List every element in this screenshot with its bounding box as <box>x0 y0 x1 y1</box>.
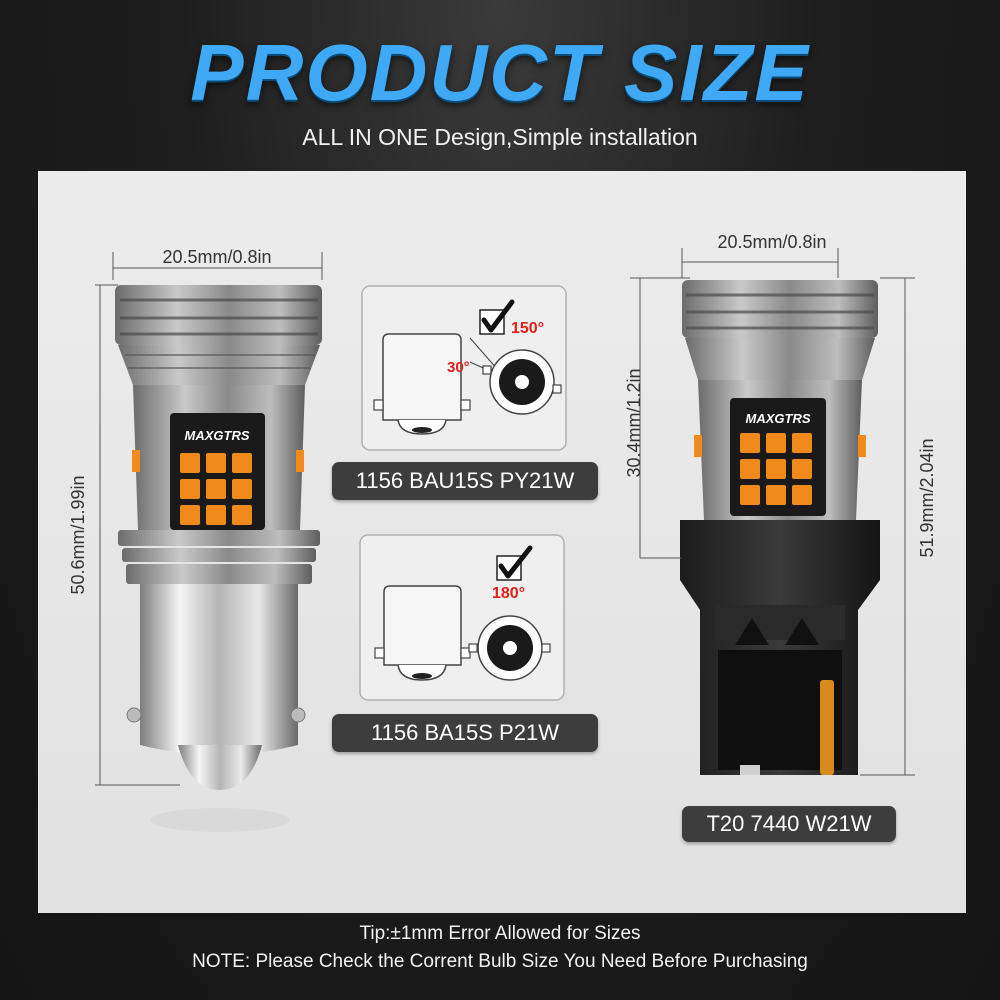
left-bulb-heatsink <box>115 285 322 345</box>
left-bulb-led-array <box>180 453 252 525</box>
left-bulb-width-label: 20.5mm/0.8in <box>162 247 271 267</box>
right-bulb-dimension-lines <box>630 248 915 776</box>
socket-diagram-bau15s: 150° 30° <box>361 285 567 451</box>
page-subtitle: ALL IN ONE Design,Simple installation <box>302 124 698 150</box>
angle-150-label: 150° <box>511 320 544 337</box>
left-bulb-dimension-lines <box>95 252 323 786</box>
footer-tip: Tip:±1mm Error Allowed for Sizes <box>359 923 641 944</box>
angle-180-label: 180° <box>492 585 525 602</box>
right-bulb-led-array <box>740 433 812 505</box>
left-bulb-base <box>140 584 298 755</box>
left-bulb-brand: MAXGTRS <box>185 428 250 443</box>
footer-note: NOTE: Please Check the Corrent Bulb Size… <box>192 951 808 972</box>
angle-30-label: 30° <box>447 359 470 376</box>
left-bulb-height-label: 50.6mm/1.99in <box>68 475 88 594</box>
socket-bottom-model-label: 1156 BA15S P21W <box>332 714 598 752</box>
right-bulb-model-label: T20 7440 W21W <box>682 806 896 842</box>
right-bulb-t20: MAXGTRS <box>680 280 880 775</box>
right-bulb-height-label: 51.9mm/2.04in <box>917 438 937 557</box>
socket-top-model-label: 1156 BAU15S PY21W <box>332 462 598 500</box>
right-bulb-inner-height-label: 30.4mm/1.2in <box>624 368 644 477</box>
page-title: PRODUCT SIZE <box>190 28 810 117</box>
right-bulb-width-label: 20.5mm/0.8in <box>717 232 826 252</box>
right-bulb-brand: MAXGTRS <box>746 411 811 426</box>
socket-diagram-ba15s: 180° <box>359 534 565 701</box>
left-bulb-1156: MAXGTRS <box>115 285 322 832</box>
